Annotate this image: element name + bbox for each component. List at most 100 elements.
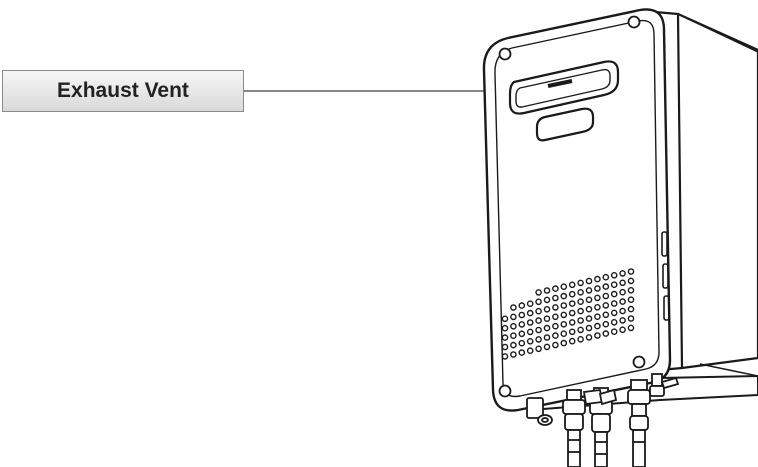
vent-hole [518,349,526,356]
cold-water-pipe [562,389,586,467]
vent-hole [510,332,517,340]
vent-hole [560,330,568,338]
vent-hole [518,321,526,328]
heater-side-panel [653,10,758,372]
screw-bottom-right [632,355,646,369]
vent-hole [577,279,584,287]
vent-hole [610,318,618,326]
right-water-pipe [627,379,651,467]
vent-hole [585,305,593,313]
vent-hole [552,313,559,321]
gas-inlet-fitting [526,397,553,426]
vent-hole [552,322,559,330]
vent-hole [526,319,534,326]
vent-hole [543,343,551,351]
vent-hole [619,279,626,287]
vent-hole [526,337,534,345]
vent-hole [602,273,610,281]
vent-hole [560,311,568,319]
vent-hole [535,345,542,353]
vent-hole [594,275,601,283]
vent-hole [585,277,593,285]
vent-hole [602,292,610,300]
vent-hole [560,320,568,328]
hot-water-pipe [589,387,613,467]
vent-hole [577,298,584,306]
vent-hole [594,294,601,302]
vent-hole [619,317,626,324]
vent-hole [602,330,610,337]
vent-hole [594,332,601,339]
vent-hole [577,335,584,343]
vent-hole [585,296,593,304]
vent-hole [619,326,626,334]
vent-hole [585,324,593,332]
vent-hole [610,309,618,317]
vent-hole [552,294,559,302]
vent-hole [619,270,626,277]
drain-valve [582,388,618,406]
vent-hole [627,268,635,275]
vent-hole [510,313,517,321]
vent-hole [619,307,626,315]
vent-hole [602,283,610,290]
intake-slot [535,107,595,142]
vent-hole [535,326,542,334]
vent-hole [526,328,534,336]
panel-screws [498,15,646,398]
vent-hole [501,353,509,360]
vent-hole [627,277,635,285]
vent-hole-grid [501,268,635,360]
vent-hole [610,271,618,279]
vent-hole [535,307,542,315]
vent-hole [577,317,584,324]
vent-hole [543,296,551,304]
vent-hole [543,315,551,323]
vent-hole [501,324,509,332]
vent-hole [535,298,542,306]
exhaust-vent [508,60,620,115]
side-indicator-slots [661,231,670,321]
screw-top-left [498,47,512,61]
vent-hole [518,311,526,319]
vent-hole [585,315,593,322]
vent-hole [535,336,542,343]
vent-hole [610,281,618,289]
vent-hole [526,300,534,308]
vent-hole [568,328,576,336]
vent-hole [627,286,635,294]
vent-hole [594,313,601,321]
vent-hole [535,317,542,324]
vent-hole [510,304,517,311]
vent-hole [518,302,526,309]
vent-hole [577,288,584,296]
vent-hole [568,300,576,307]
vent-hole [602,311,610,319]
vent-hole [543,324,551,332]
vent-hole [568,290,576,298]
vent-hole [552,304,559,311]
vent-hole [560,292,568,300]
screw-bottom-left [498,384,512,398]
vent-hole [510,341,517,349]
exhaust-vent-label: Exhaust Vent [2,70,244,112]
vent-hole [552,341,559,349]
vent-hole [552,332,559,339]
vent-hole [610,300,618,307]
vent-hole [627,324,635,332]
vent-hole [510,322,517,330]
vent-hole [560,283,568,291]
vent-hole [602,320,610,328]
vent-hole [518,339,526,347]
vent-hole [627,305,635,313]
vent-hole [610,328,618,336]
vent-hole [585,334,593,341]
vent-hole [594,303,601,311]
vent-hole [543,334,551,341]
vent-hole [568,319,576,326]
vent-hole [501,334,509,341]
side-valve [649,373,680,397]
vent-hole [577,307,584,315]
vent-hole [501,315,509,323]
vent-hole [510,351,517,358]
